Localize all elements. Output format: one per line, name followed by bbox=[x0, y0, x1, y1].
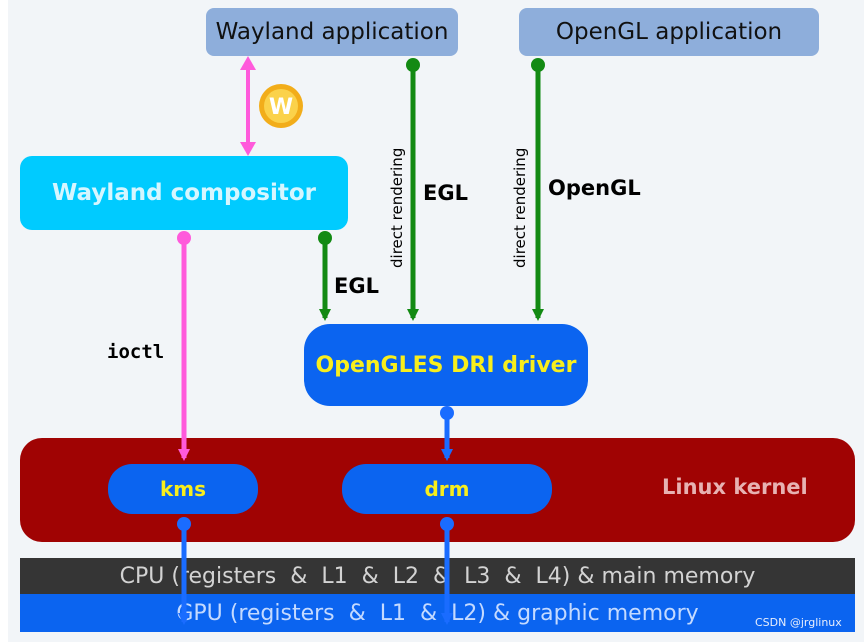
drm-to-gpu-arrow bbox=[440, 517, 454, 625]
drm-label: drm bbox=[424, 477, 470, 501]
opengl-application-box: OpenGL application bbox=[519, 8, 819, 56]
wayland-app-egl-arrow bbox=[406, 58, 420, 321]
wayland-compositor-box: Wayland compositor bbox=[20, 156, 348, 230]
egl-compositor-label: EGL bbox=[334, 274, 379, 298]
csdn-watermark: CSDN @jrglinux bbox=[755, 616, 842, 629]
direct-rendering-label-1: direct rendering bbox=[388, 147, 406, 268]
compositor-egl-arrow bbox=[318, 231, 332, 321]
kms-label: kms bbox=[159, 477, 207, 501]
opengl-label: OpenGL bbox=[548, 176, 641, 200]
ioctl-label: ioctl bbox=[107, 341, 165, 363]
cpu-memory-bar: CPU (registers & L1 & L2 & L3 & L4) & ma… bbox=[20, 558, 855, 594]
opengles-dri-driver-label: OpenGLES DRI driver bbox=[315, 352, 577, 378]
svg-text:W: W bbox=[269, 95, 293, 120]
opengl-application-label: OpenGL application bbox=[555, 19, 783, 45]
cpu-memory-label: CPU (registers & L1 & L2 & L3 & L4) & ma… bbox=[119, 563, 756, 589]
wayland-protocol-arrow bbox=[240, 56, 256, 156]
egl-app-label: EGL bbox=[423, 181, 468, 205]
linux-kernel-label: Linux kernel bbox=[662, 475, 808, 499]
direct-rendering-label-2: direct rendering bbox=[511, 147, 529, 268]
wayland-logo-icon: W bbox=[259, 84, 303, 128]
kms-pill: kms bbox=[108, 464, 258, 514]
wayland-compositor-label: Wayland compositor bbox=[52, 180, 316, 206]
opengl-app-arrow bbox=[531, 58, 545, 321]
wayland-application-label: Wayland application bbox=[215, 19, 449, 45]
opengles-dri-driver-box: OpenGLES DRI driver bbox=[304, 324, 588, 406]
driver-to-drm-arrow bbox=[440, 406, 454, 461]
kms-to-gpu-arrow bbox=[177, 517, 191, 625]
drm-pill: drm bbox=[342, 464, 552, 514]
wayland-application-box: Wayland application bbox=[206, 8, 458, 56]
ioctl-arrow bbox=[177, 231, 191, 461]
